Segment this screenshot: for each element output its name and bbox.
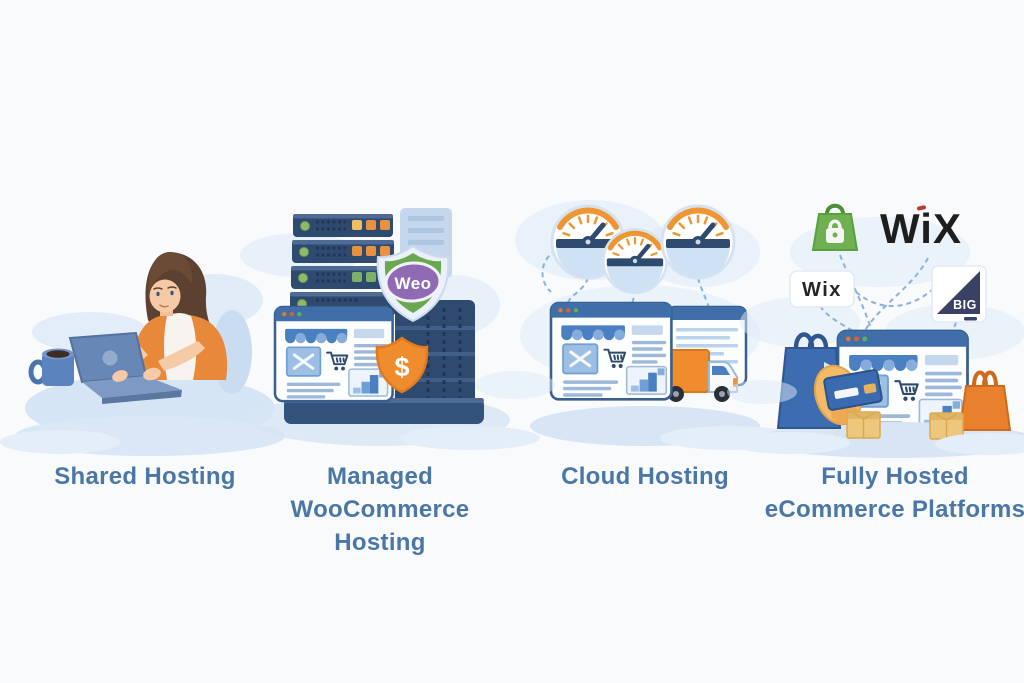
speedometer-icon: [603, 229, 666, 292]
shopify-bag-icon: [811, 203, 859, 251]
cloud: [475, 371, 555, 399]
bigcommerce-card-text: BIG: [953, 298, 977, 312]
label-shared-hosting: Shared Hosting: [15, 460, 275, 493]
shopping-bag-orange-icon: [958, 370, 1012, 431]
cloud: [727, 380, 797, 404]
speedometer-icon: [662, 206, 734, 278]
wix-card-text: Wix: [802, 279, 842, 301]
label-managed-woocommerce-hosting: Managed WooCommerce Hosting: [255, 460, 505, 559]
panel-managed-woocommerce-illustration: Weo $: [240, 208, 540, 450]
coffee-mug-icon: [28, 348, 74, 386]
label-line: WooCommerce: [290, 496, 470, 523]
label-line: eCommerce Platforms: [764, 496, 1024, 523]
dollar-shield-icon: $: [375, 336, 429, 394]
connector-lines: [819, 254, 957, 365]
panel-fully-hosted-illustration: WiX Wix BIG: [730, 203, 1024, 458]
ground-cloud: [0, 430, 120, 454]
wix-logo-large: WiX: [880, 205, 962, 252]
hand: [112, 370, 128, 382]
hand: [143, 367, 161, 381]
label-line: Managed: [326, 463, 434, 490]
panel-cloud-hosting-illustration: [515, 200, 800, 450]
ground-cloud: [935, 433, 1024, 455]
woocommerce-badge-text: Weo: [394, 274, 431, 293]
wix-logo-card: Wix: [789, 270, 855, 308]
ground-cloud: [400, 426, 540, 450]
label-cloud-hosting: Cloud Hosting: [525, 460, 765, 493]
label-line: Fully Hosted: [821, 463, 969, 490]
laptop-icon: [68, 331, 182, 404]
ground-cloud: [730, 432, 850, 454]
package-box-icon: [846, 411, 881, 439]
label-fully-hosted-ecommerce-platforms: Fully Hosted eCommerce Platforms: [750, 460, 1024, 526]
storefront-browser-window: [551, 303, 671, 399]
storefront-browser-window: [275, 307, 393, 401]
woocommerce-shield-icon: Weo: [376, 244, 450, 323]
label-line: Cloud Hosting: [561, 463, 729, 490]
dollar-badge-text: $: [394, 352, 409, 382]
panel-shared-hosting-illustration: [0, 252, 285, 456]
bigcommerce-logo-card: BIG: [931, 265, 987, 323]
wix-large-text: WiX: [880, 205, 962, 252]
label-line: Shared Hosting: [54, 463, 236, 490]
label-line: Hosting: [334, 529, 426, 556]
